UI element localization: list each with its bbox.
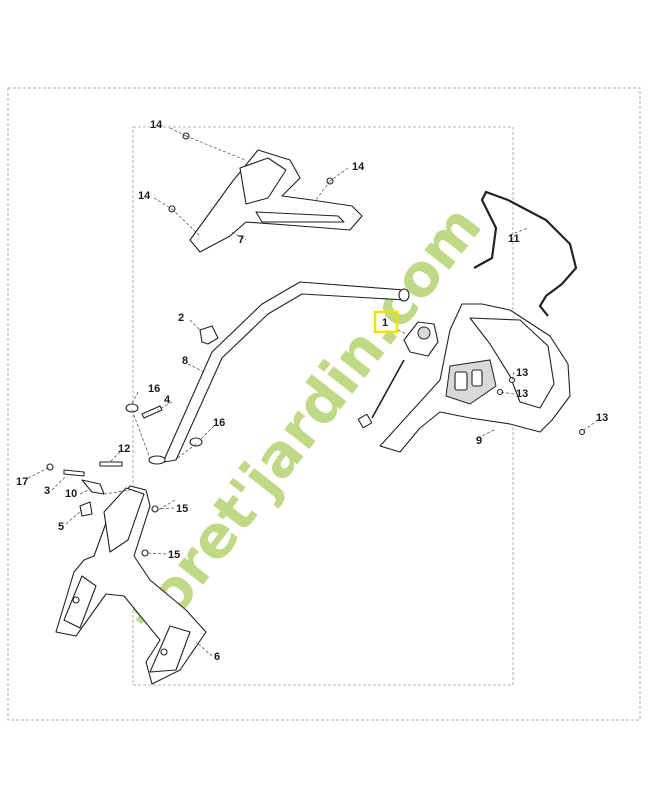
callout-13-right[interactable]: 13: [596, 412, 608, 424]
part-7-handle-cover: [189, 149, 363, 253]
leader-lines: [27, 127, 599, 657]
callout-16-right[interactable]: 16: [213, 417, 225, 429]
part-9-control-housing: [379, 303, 571, 453]
callout-1[interactable]: 1: [382, 317, 388, 329]
callout-14-top[interactable]: 14: [150, 119, 163, 131]
callout-15-upper[interactable]: 15: [176, 503, 188, 515]
callout-14-right[interactable]: 14: [352, 161, 365, 173]
callout-labels: 14 14 14 7 11 2 1 8 16 4 16 13 13 13 9 1…: [16, 119, 608, 663]
callout-10[interactable]: 10: [65, 488, 77, 500]
part-11-bail-wire: [473, 190, 578, 317]
outer-frame: [7, 87, 641, 721]
callout-8[interactable]: 8: [182, 355, 188, 367]
highlight-box-1: [373, 310, 399, 334]
part-2-cap: [199, 325, 219, 345]
callout-6[interactable]: 6: [214, 651, 220, 663]
part-6-lower-handle: [55, 485, 207, 685]
callout-7[interactable]: 7: [238, 234, 244, 246]
watermark: foret'jardin.com: [117, 193, 494, 649]
callout-12[interactable]: 12: [118, 443, 130, 455]
callout-17[interactable]: 17: [16, 476, 28, 488]
callout-15-lower[interactable]: 15: [168, 549, 180, 561]
callout-2[interactable]: 2: [178, 312, 184, 324]
callout-3[interactable]: 3: [44, 485, 50, 497]
callout-13-middle[interactable]: 13: [516, 388, 528, 400]
callout-11[interactable]: 11: [508, 233, 520, 245]
callout-9[interactable]: 9: [476, 435, 482, 447]
watermark-text: foret'jardin.com: [117, 193, 494, 649]
callout-16-left[interactable]: 16: [148, 383, 160, 395]
callout-13-upper[interactable]: 13: [516, 367, 528, 379]
callout-5[interactable]: 5: [58, 521, 64, 533]
callout-4[interactable]: 4: [164, 394, 171, 406]
part-8-upper-handle: [148, 281, 410, 465]
part-1-throttle-control: [357, 321, 439, 429]
callout-14-left[interactable]: 14: [138, 190, 151, 202]
